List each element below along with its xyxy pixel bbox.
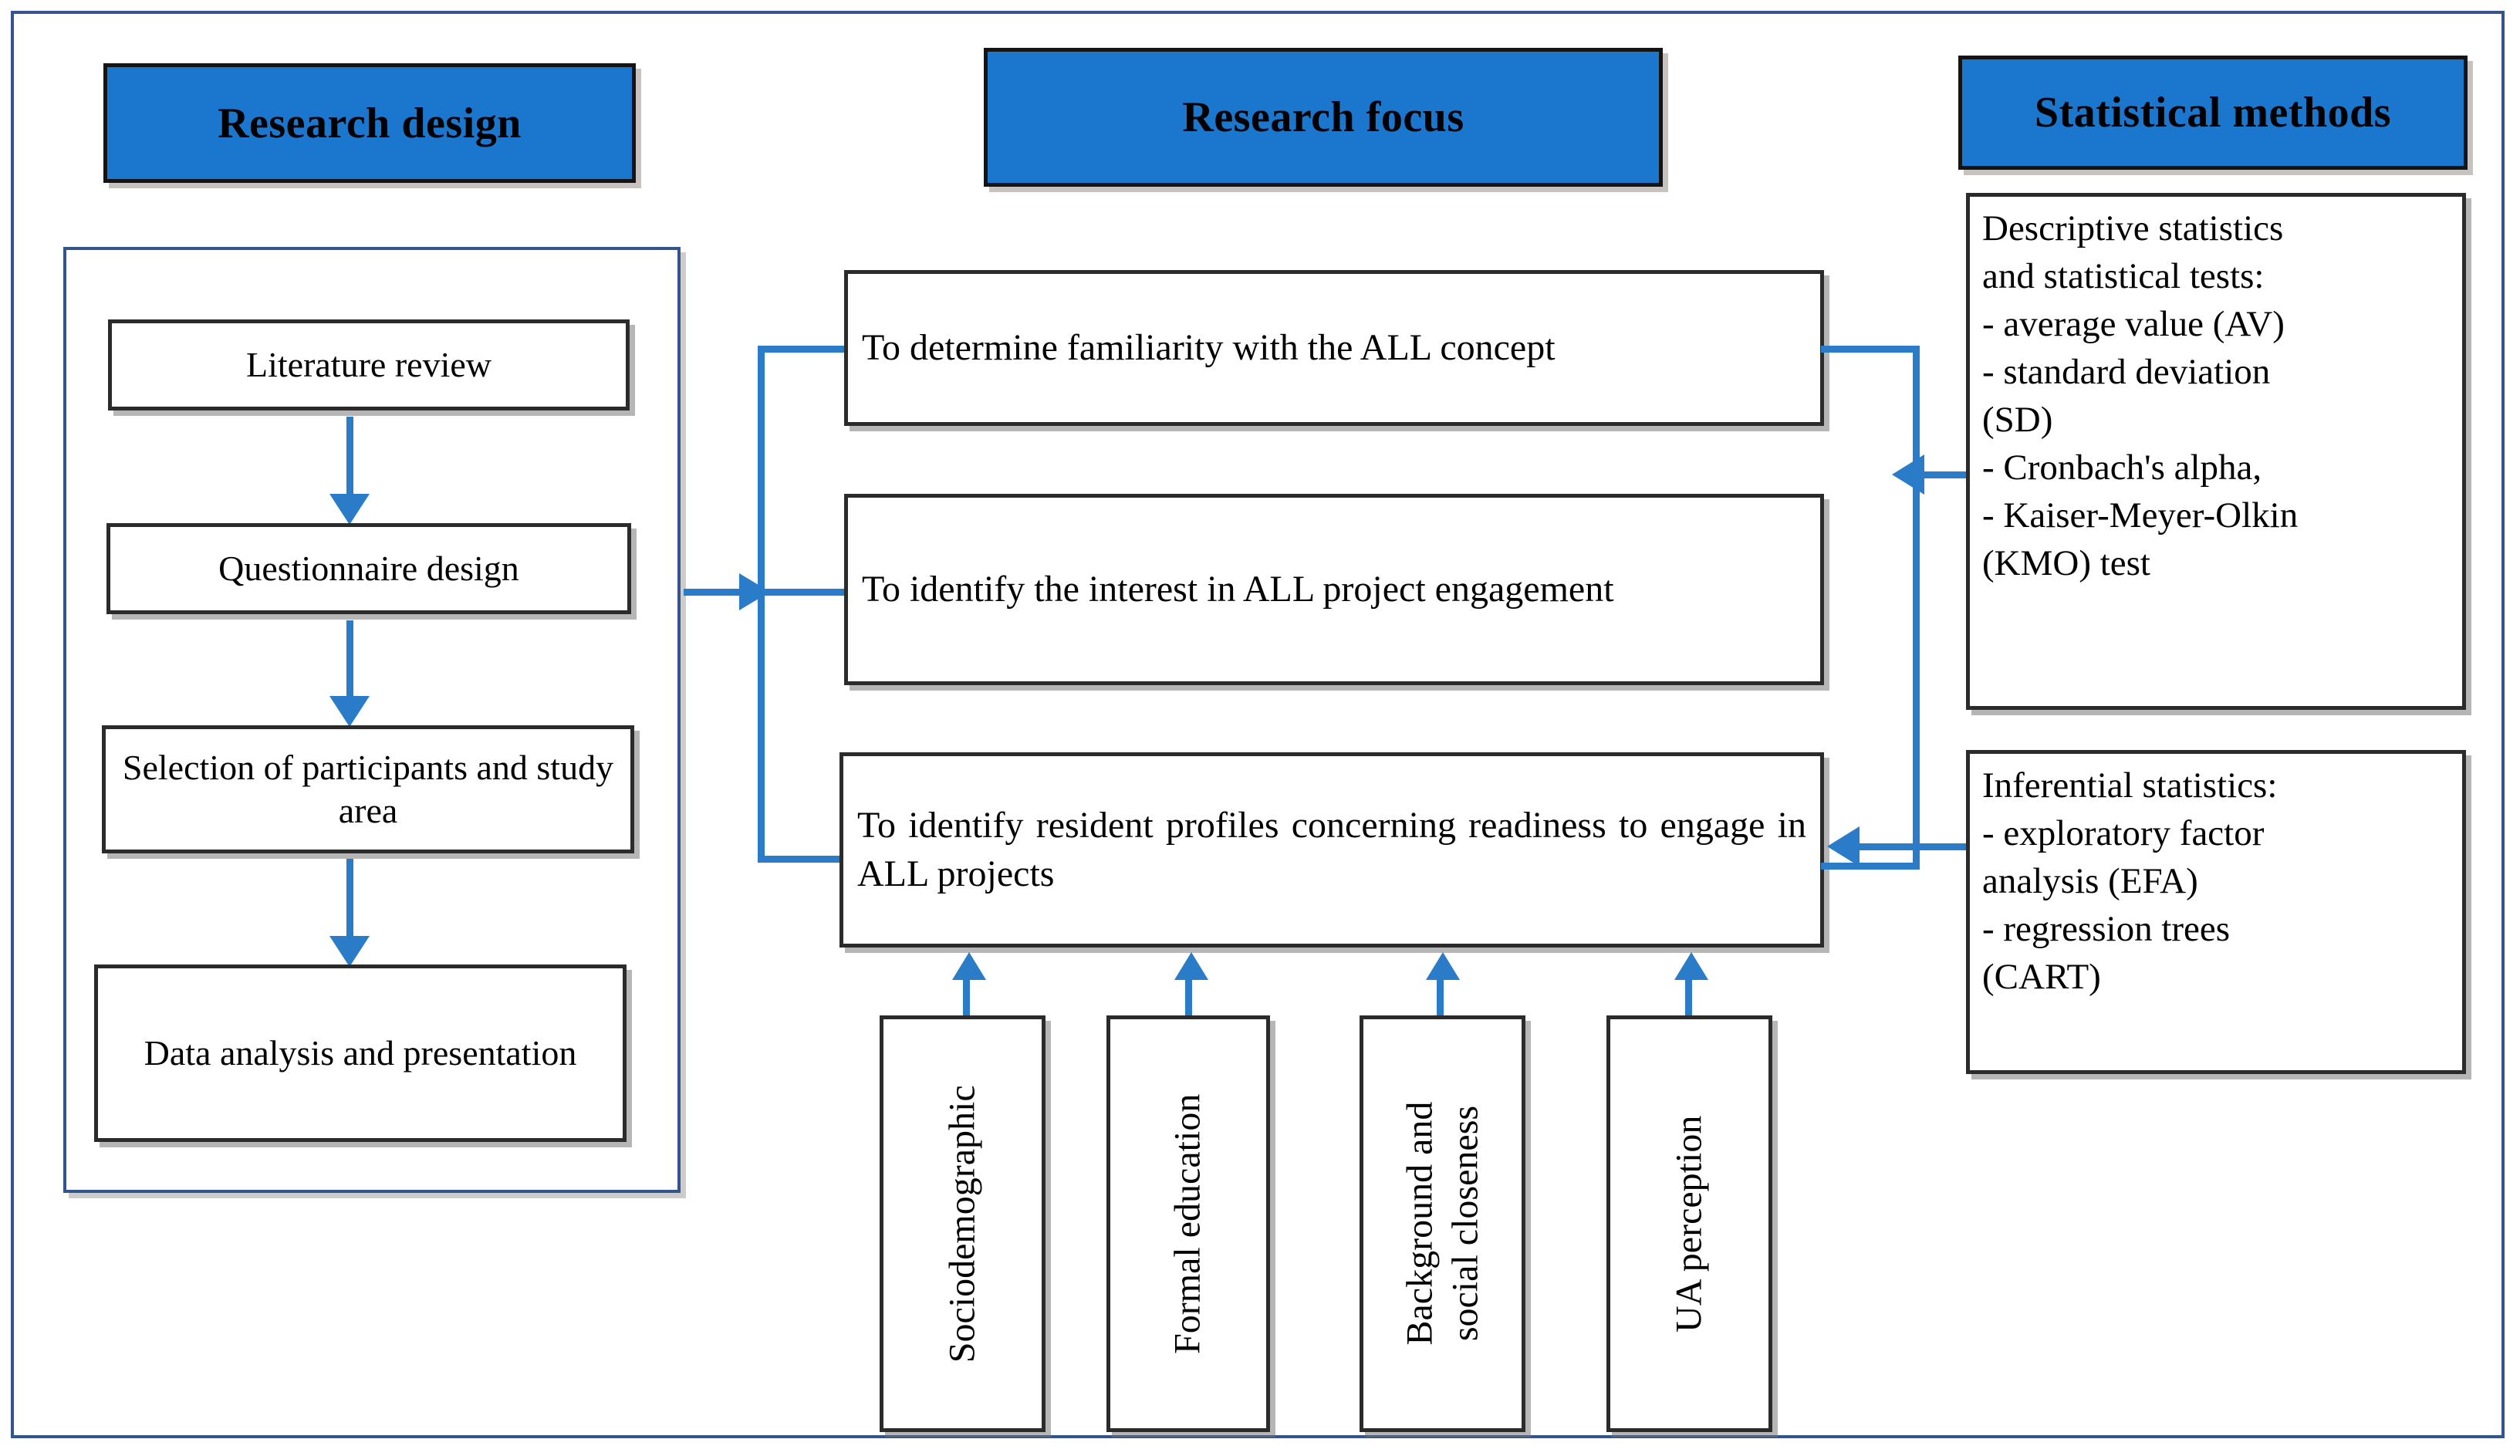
design-step-label: Questionnaire design [218, 548, 519, 588]
arrowhead-stat1-to-focus [1892, 454, 1924, 495]
factor-box-formal-education: Formal education [1106, 1015, 1270, 1432]
arrowhead-step1-to-step2 [329, 494, 370, 525]
connector-stat1-branch-top [1821, 346, 1920, 353]
arrowhead-step3-to-step4 [329, 936, 370, 967]
statbox-line: - regression trees [1982, 909, 2231, 950]
connector-stat2-stem [1858, 843, 2012, 850]
focus-objective-familiarity: To determine familiarity with the ALL co… [844, 270, 1824, 426]
statbox-line: (CART) [1982, 957, 2101, 998]
design-step-label: Selection of participants and study area [122, 747, 614, 830]
design-step-literature-review: Literature review [108, 319, 630, 410]
focus-objective-profiles: To identify resident profiles concerning… [839, 752, 1824, 948]
connector-factor-formal-education [1185, 971, 1192, 1023]
statbox-line: - standard deviation [1982, 352, 2271, 393]
connector-focus-branch-2 [758, 589, 849, 596]
focus-objective-label: To determine familiarity with the ALL co… [862, 326, 1556, 368]
statbox-line: (SD) [1982, 400, 2053, 441]
statbox-line: Descriptive statistics [1982, 208, 2284, 248]
factor-label: Sociodemographic [941, 1085, 983, 1363]
design-step-label: Data analysis and presentation [144, 1032, 577, 1073]
statbox-inferential-statistics: Inferential statistics: - exploratory fa… [1966, 750, 2466, 1074]
design-step-data-analysis: Data analysis and presentation [94, 964, 627, 1142]
connector-factor-sociodemographic [963, 971, 970, 1023]
connector-step1-to-step2 [346, 417, 353, 508]
design-step-questionnaire-design: Questionnaire design [106, 523, 631, 614]
factor-box-sociodemographic: Sociodemographic [880, 1015, 1045, 1432]
header-research-focus-label: Research focus [1182, 93, 1464, 141]
figure-outer-frame [11, 11, 2505, 1438]
connector-focus-branch-1 [758, 346, 849, 353]
factor-label-line-1: Background and [1398, 1102, 1440, 1346]
statbox-line: - average value (AV) [1982, 304, 2285, 345]
design-step-selection-of-participants: Selection of participants and study area [102, 725, 634, 853]
factor-label: UA perception [1668, 1115, 1710, 1333]
statbox-line: and statistical tests: [1982, 256, 2265, 297]
factor-label: Background and social closeness [1397, 1102, 1488, 1346]
arrowhead-stat2-to-focus [1827, 826, 1860, 867]
statbox-descriptive-statistics: Descriptive statistics and statistical t… [1966, 193, 2466, 710]
connector-step2-to-step3 [346, 620, 353, 710]
header-research-design-label: Research design [218, 99, 522, 147]
design-step-label: Literature review [246, 344, 492, 384]
header-statistical-methods-label: Statistical methods [2034, 89, 2392, 137]
focus-objective-label: To identify the interest in ALL project … [862, 568, 1614, 610]
factor-box-ua-perception: UA perception [1606, 1015, 1772, 1432]
connector-focus-trunk [758, 346, 765, 863]
factor-label-line-2: social closeness [1444, 1106, 1485, 1342]
statbox-line: - exploratory factor [1982, 813, 2265, 854]
statbox-line: - Kaiser-Meyer-Olkin [1982, 495, 2299, 536]
focus-objective-interest: To identify the interest in ALL project … [844, 494, 1824, 685]
connector-factor-ua-perception [1685, 971, 1692, 1023]
statbox-line: (KMO) test [1982, 543, 2150, 584]
connector-factor-background-social-closeness [1437, 971, 1444, 1023]
statbox-line: analysis (EFA) [1982, 861, 2198, 902]
factor-label: Formal education [1167, 1093, 1208, 1354]
focus-objective-label: To identify resident profiles concerning… [857, 805, 1806, 894]
statbox-line: - Cronbach's alpha, [1982, 448, 2262, 488]
connector-design-to-focus-stem [684, 589, 755, 596]
header-research-focus: Research focus [984, 48, 1663, 187]
connector-stat1-trunk [1913, 346, 1920, 870]
connector-focus-branch-3 [758, 856, 849, 863]
statbox-line: Inferential statistics: [1982, 765, 2278, 806]
connector-stat1-branch-bottom [1821, 863, 1920, 870]
factor-box-background-social-closeness: Background and social closeness [1360, 1015, 1525, 1432]
header-statistical-methods: Statistical methods [1958, 56, 2468, 170]
connector-step3-to-step4 [346, 859, 353, 950]
arrowhead-step2-to-step3 [329, 696, 370, 727]
header-research-design: Research design [103, 63, 636, 183]
